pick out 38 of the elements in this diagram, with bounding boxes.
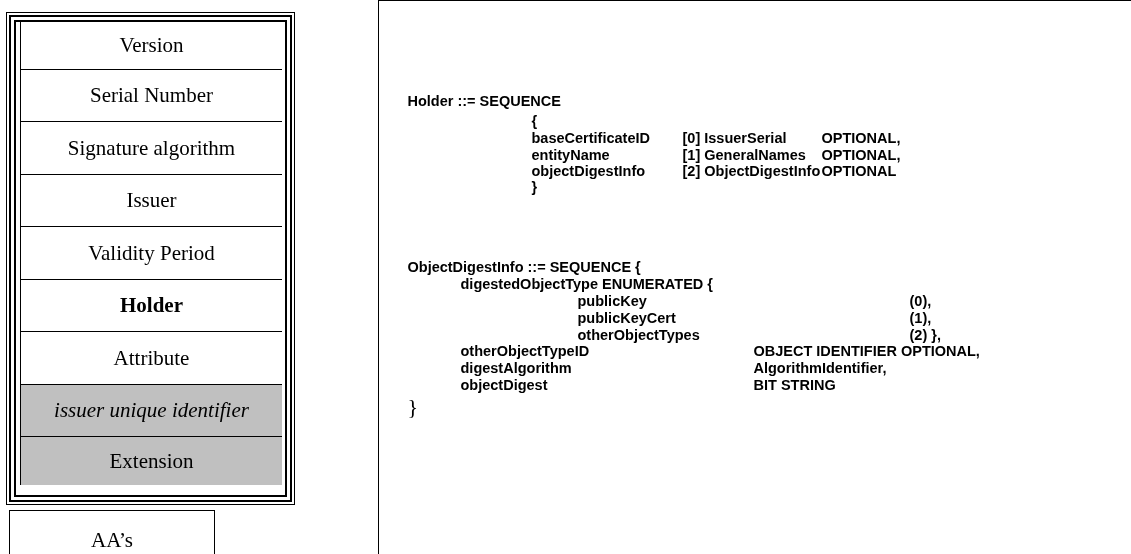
code-text: entityName	[531, 145, 610, 164]
code-text: OBJECT IDENTIFIER OPTIONAL,	[753, 342, 980, 360]
code-text: [0] IssuerSerial	[682, 128, 787, 147]
field-row: Extension	[20, 437, 282, 485]
field-row: AA’s	[9, 510, 215, 554]
field-row: Issuer	[20, 175, 282, 227]
code-text: }	[531, 178, 538, 196]
code-text: OPTIONAL,	[821, 146, 901, 164]
code-text: publicKey	[577, 292, 647, 310]
record-frame	[9, 15, 292, 502]
code-text: (2) },	[909, 326, 941, 344]
field-row: Validity Period	[20, 227, 282, 280]
code-panel	[378, 0, 1131, 554]
code-text: Holder ::= SEQUENCE	[407, 91, 561, 110]
code-text: {	[531, 111, 538, 130]
code-text: [2] ObjectDigestInfo	[682, 162, 821, 180]
code-text: publicKeyCert	[577, 309, 676, 327]
code-text: ObjectDigestInfo ::= SEQUENCE {	[407, 257, 641, 276]
code-text: (0),	[909, 291, 932, 310]
code-text: objectDigest	[460, 376, 548, 394]
code-text: OPTIONAL	[821, 162, 897, 180]
field-row: Serial Number	[20, 70, 282, 122]
field-row: Version	[20, 22, 282, 70]
code-text: otherObjectTypes	[577, 326, 700, 344]
code-text: digestedObjectType ENUMERATED {	[460, 275, 713, 293]
field-row: Signature algorithm	[20, 122, 282, 175]
code-text: }	[407, 397, 419, 416]
code-text: digestAlgorithm	[460, 359, 572, 377]
code-text: OPTIONAL,	[821, 128, 901, 147]
code-text: objectDigestInfo	[531, 162, 646, 180]
code-text: (1),	[909, 309, 932, 327]
field-row: Holder	[20, 280, 282, 332]
code-text: BIT STRING	[753, 376, 836, 394]
code-text: AlgorithmIdentifier,	[753, 358, 887, 377]
code-text: [1] GeneralNames	[682, 146, 806, 164]
field-row: issuer unique identifier	[20, 385, 282, 437]
code-text: baseCertificateID	[531, 129, 650, 147]
code-text: otherObjectTypeID	[460, 342, 590, 360]
